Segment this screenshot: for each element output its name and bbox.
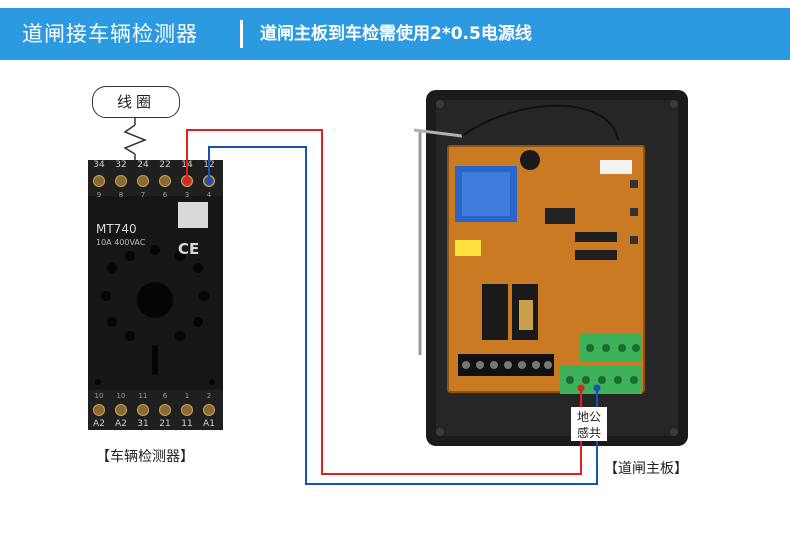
bottom-terminal-label: A2 <box>93 419 105 429</box>
detector-caption: 【车辆检测器】 <box>96 449 194 465</box>
bottom-pin-number: 11 <box>139 392 148 400</box>
top-pin-number: 6 <box>163 191 168 199</box>
board-terminal-red <box>577 384 585 392</box>
wire-red <box>186 129 582 475</box>
banner-title: 道闸接车辆检测器 <box>22 22 198 46</box>
top-pin-number: 7 <box>141 191 145 199</box>
board-caption: 【道闸主板】 <box>604 461 688 477</box>
controller-pcb <box>447 145 645 394</box>
bottom-pin-number: 10 <box>95 392 104 400</box>
terminal-12-wire-end <box>205 177 213 185</box>
ce-mark: CE <box>178 240 199 258</box>
detector-rating: 10A 400VAC <box>96 238 146 247</box>
bottom-pin-number: 10 <box>117 392 126 400</box>
antenna <box>413 104 619 355</box>
terminal-14-wire-end <box>183 177 191 185</box>
bottom-terminal-label: A2 <box>115 419 127 429</box>
bottom-terminal-label: A1 <box>203 419 215 429</box>
terminal-label-bg <box>571 407 607 441</box>
label-window <box>178 202 208 228</box>
bottom-pin-number: 1 <box>185 392 189 400</box>
top-pin-number: 8 <box>119 191 123 199</box>
bottom-screws <box>93 404 215 416</box>
coil-label: 线圈 <box>92 86 180 118</box>
top-pin-number: 9 <box>97 191 101 199</box>
top-terminal-number: 24 <box>137 160 149 170</box>
top-pin-number: 4 <box>207 191 212 199</box>
top-terminal-number: 34 <box>93 160 105 170</box>
coil-connector <box>123 117 148 160</box>
top-terminal-number: 32 <box>115 160 126 170</box>
wire-blue <box>208 146 598 485</box>
terminal-label-line1: 地公 <box>577 410 601 424</box>
bottom-pin-number: 2 <box>207 392 211 400</box>
board-terminal-blue <box>593 384 601 392</box>
socket-holes <box>101 245 209 341</box>
bottom-pin-number: 6 <box>163 392 168 400</box>
top-terminal-number: 22 <box>159 160 170 170</box>
banner-subtitle: 道闸主板到车检需使用2*0.5电源线 <box>260 24 532 44</box>
top-screws <box>93 175 215 187</box>
header-banner: 道闸接车辆检测器 道闸主板到车检需使用2*0.5电源线 <box>0 8 790 60</box>
bottom-terminal-label: 31 <box>137 419 148 429</box>
bottom-terminal-label: 11 <box>181 419 192 429</box>
top-pin-number: 3 <box>185 191 189 199</box>
banner-divider <box>240 20 243 48</box>
vehicle-detector <box>88 160 223 430</box>
terminal-label-line2: 感共 <box>577 425 601 440</box>
bottom-terminal-label: 21 <box>159 419 170 429</box>
detector-model: MT740 <box>96 222 137 236</box>
